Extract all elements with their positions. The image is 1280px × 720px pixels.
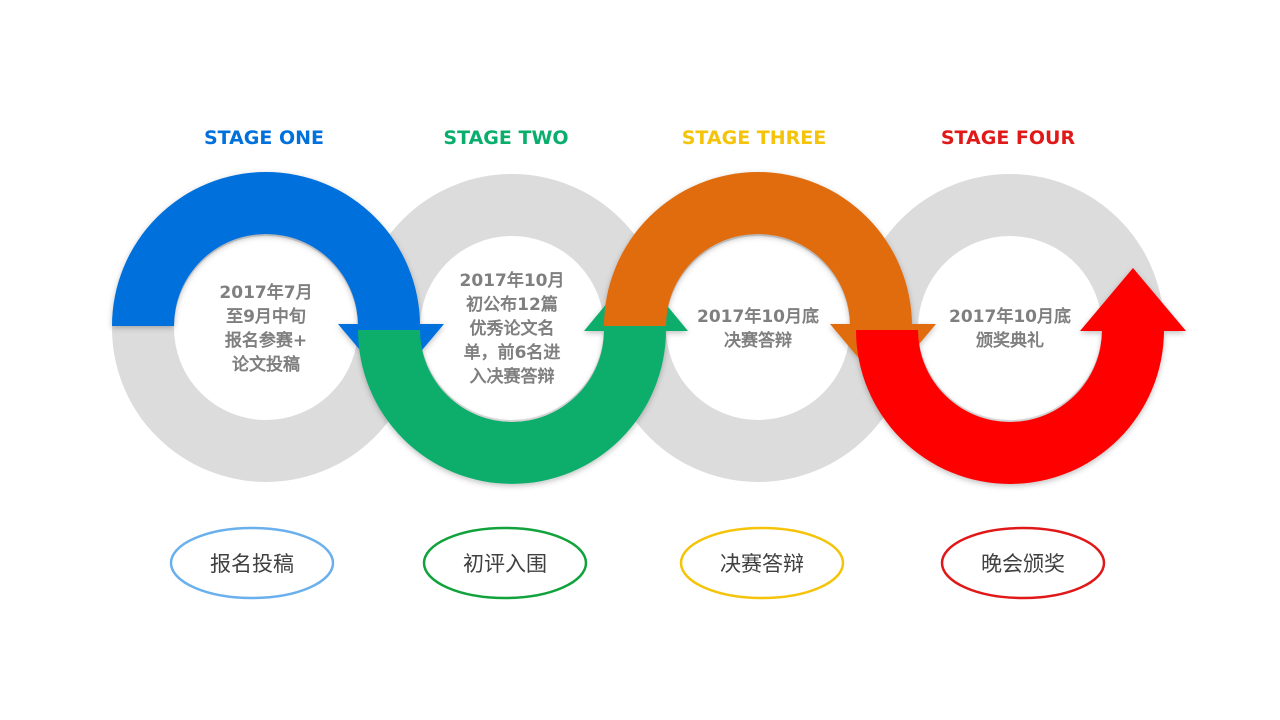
stage-four-label-pill (940, 526, 1106, 600)
stage-three-label-pill (679, 526, 845, 600)
stage-1-ring-line: 2017年7月 (219, 282, 312, 303)
stage-four-arrow (1080, 268, 1186, 331)
stage-two-label: 初评入围 (463, 552, 547, 576)
stage-one-label: 报名投稿 (210, 552, 294, 576)
stage-1-ring-line: 报名参赛+ (225, 330, 307, 351)
stage-3-ring-line: 决赛答辩 (724, 330, 792, 351)
stage-three-title: STAGE THREE (682, 127, 827, 149)
stage-4-ring-line: 2017年10月底 (949, 306, 1071, 327)
stage-2-ring-line: 2017年10月 (460, 270, 565, 291)
stage-three-label: 决赛答辩 (720, 552, 804, 576)
stage-1-ring-line: 至9月中旬 (226, 306, 306, 327)
stage-2-ring-line: 初公布12篇 (466, 294, 558, 315)
stage-2-ring-line: 单，前6名进 (464, 342, 561, 363)
stage-one-arc (112, 172, 420, 326)
stage-two-label-pill (422, 526, 588, 600)
stage-3-ring-line: 2017年10月底 (697, 306, 819, 327)
stage-three-arc (604, 172, 912, 326)
stage-one-label-pill (169, 526, 335, 600)
stage-2-ring-line: 优秀论文名 (470, 318, 555, 339)
stage-four-title: STAGE FOUR (941, 127, 1076, 149)
stage-four-label: 晚会颁奖 (981, 552, 1065, 576)
stage-1-ring-line: 论文投稿 (232, 354, 300, 375)
stage-4-ring-line: 颁奖典礼 (976, 330, 1044, 351)
stage-one-title: STAGE ONE (204, 127, 324, 149)
stage-two-arc (358, 330, 666, 484)
stage-2-ring-line: 入决赛答辩 (470, 366, 555, 387)
stage-two-title: STAGE TWO (443, 127, 568, 149)
stage-four-arc (856, 330, 1164, 484)
